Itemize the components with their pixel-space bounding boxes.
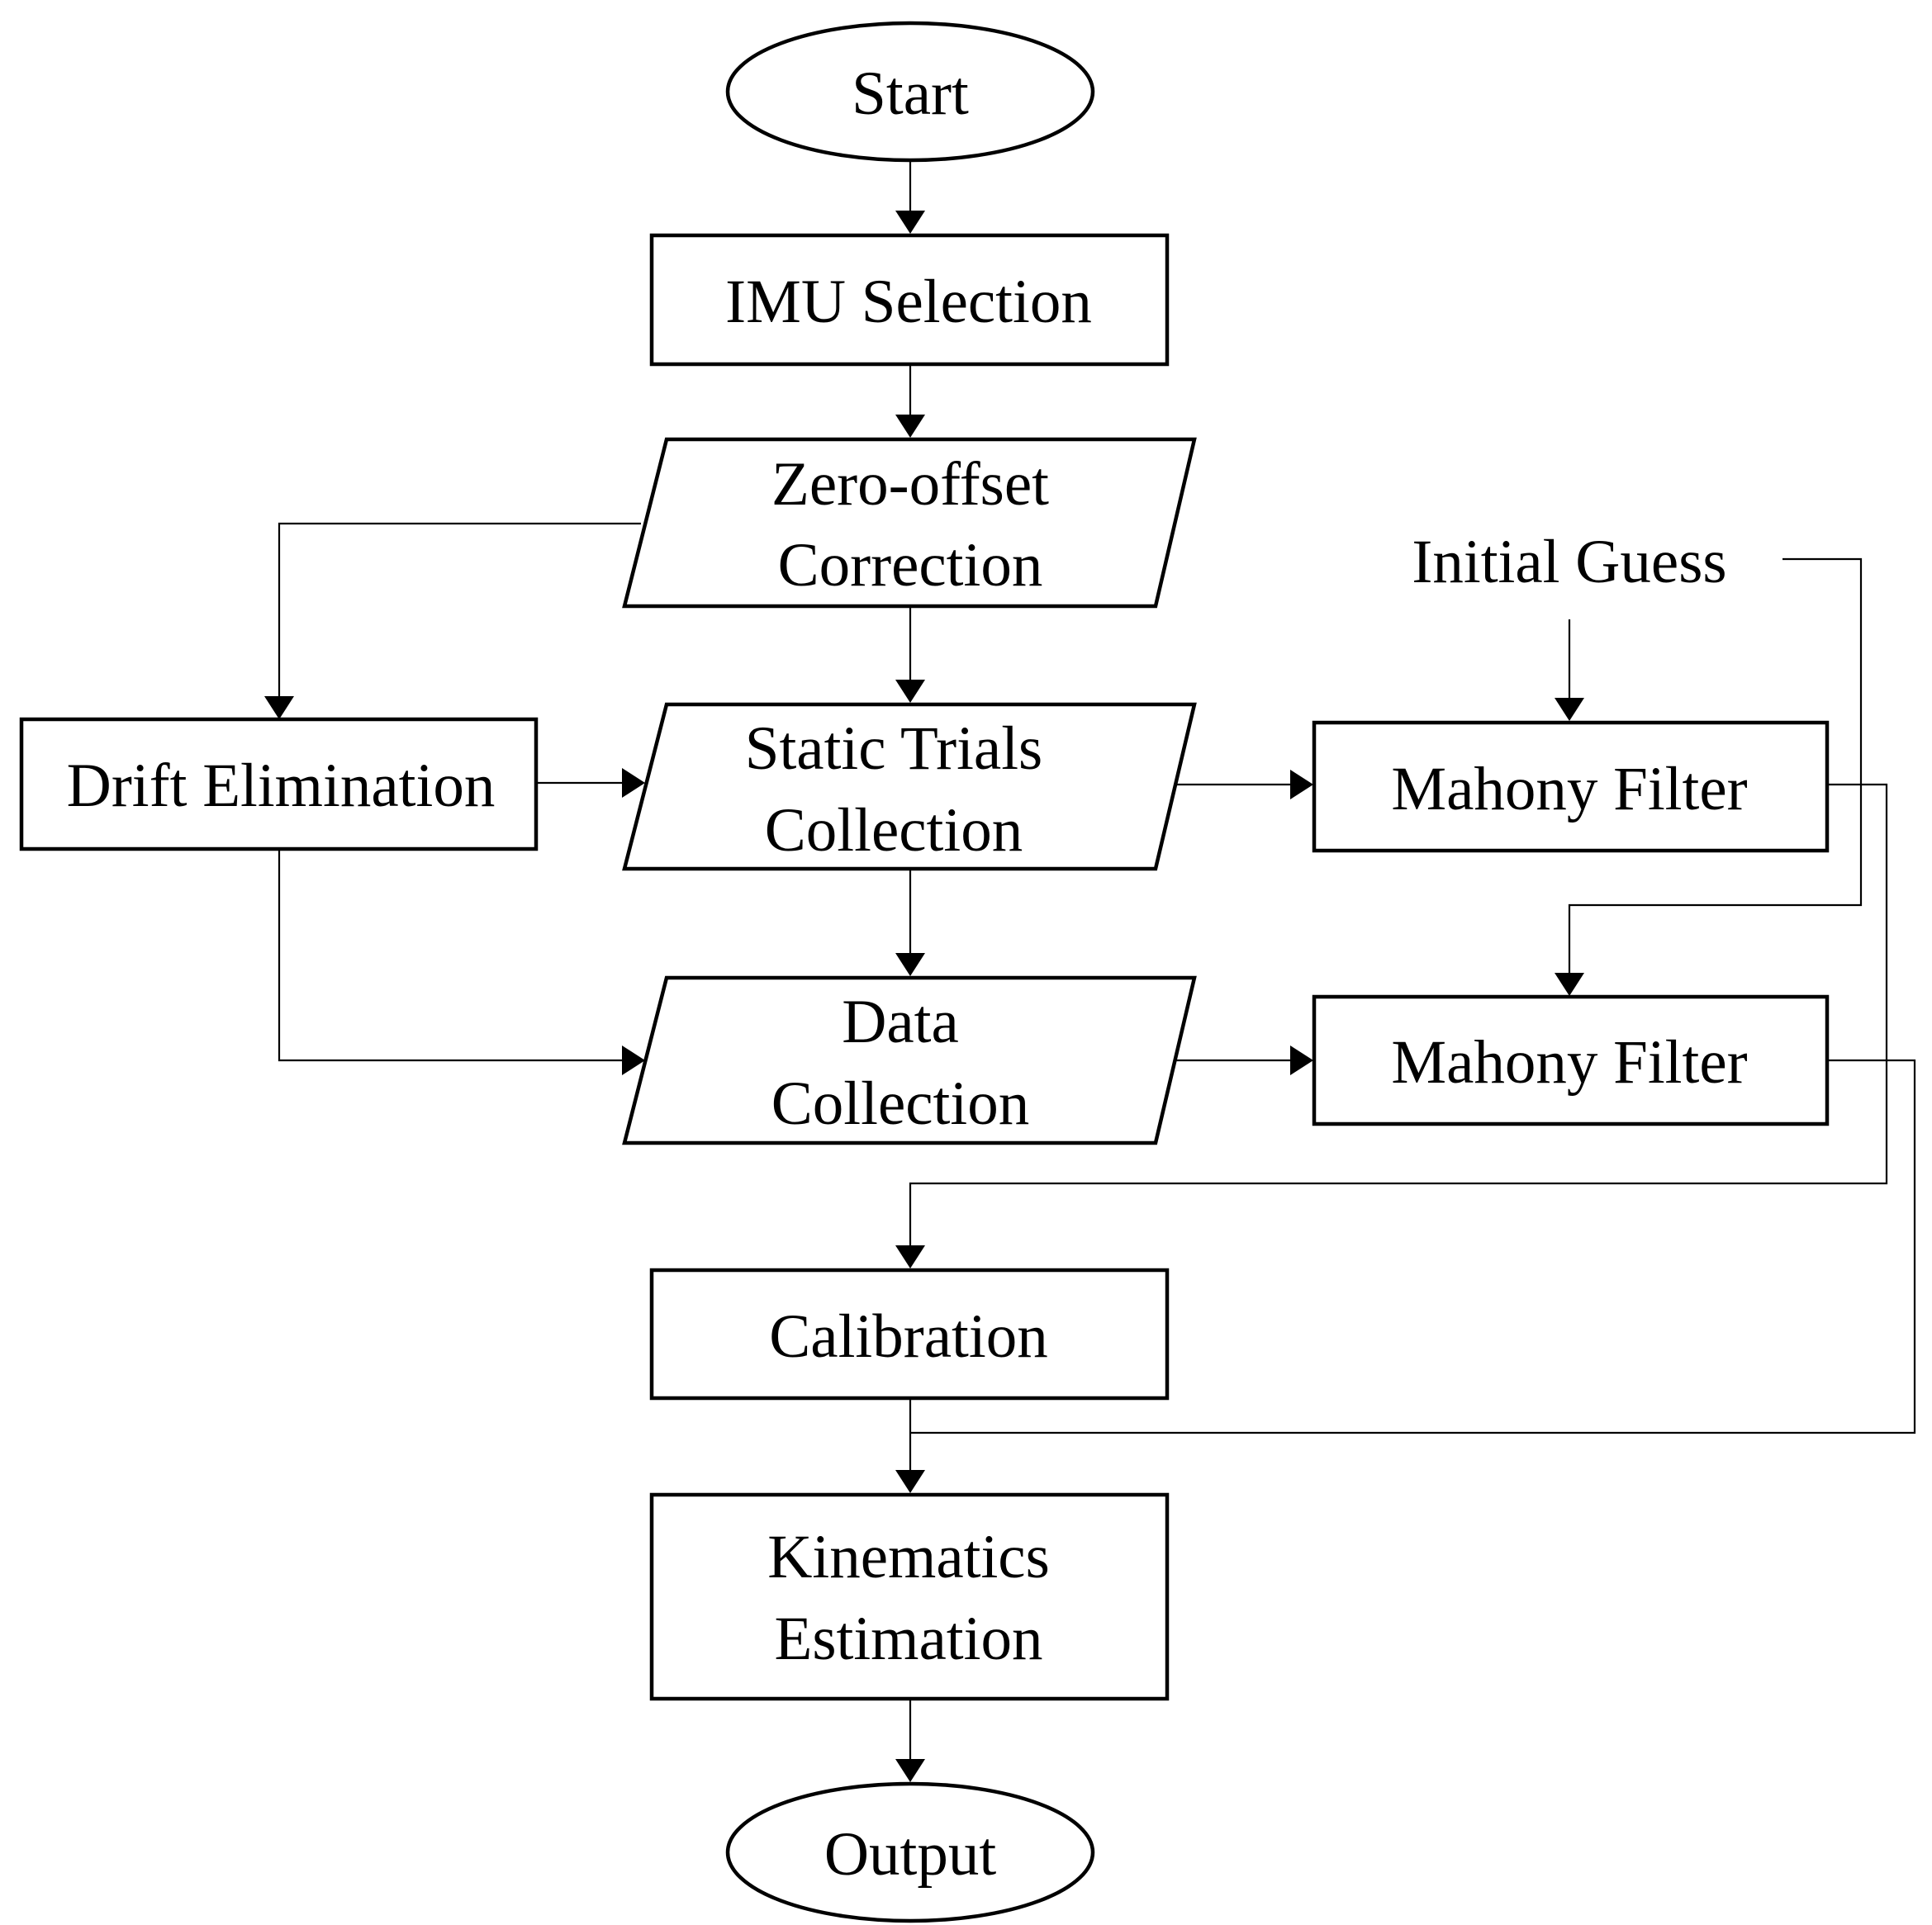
node-mahony-filter-1: Mahony Filter (1312, 720, 1830, 853)
drift-elimination-box (19, 717, 539, 851)
arrowhead (895, 1245, 925, 1268)
node-kinematics-estimation: Kinematics Estimation (649, 1492, 1170, 1701)
node-mahony-filter-2: Mahony Filter (1312, 994, 1830, 1126)
arrowhead (895, 953, 925, 976)
edge-guess-to-mahony-2 (1568, 557, 1863, 973)
start-label: Start (852, 59, 969, 128)
data-collection-parallelogram (622, 975, 1197, 1145)
arrowhead (895, 1759, 925, 1782)
data-collection-label-line-2: Collection (771, 1069, 1029, 1138)
node-data-collection: Data Collection (622, 975, 1197, 1145)
node-static-trials-collection: Static Trials Collection (622, 702, 1197, 871)
edge-zero-offset-to-drift (278, 522, 641, 696)
static-trials-label-line-2: Collection (765, 796, 1023, 865)
initial-guess-label: Initial Guess (1412, 528, 1726, 596)
node-zero-offset-correction: Zero-offset Correction (622, 437, 1197, 609)
arrowhead (1555, 973, 1584, 996)
static-trials-parallelogram (622, 702, 1197, 871)
mahony-filter-1-label: Mahony Filter (1391, 755, 1747, 823)
output-label: Output (824, 1820, 997, 1889)
drift-elimination-label: Drift Elimination (67, 752, 496, 820)
arrowhead (895, 211, 925, 234)
static-trials-label-line-1: Static Trials (745, 714, 1043, 783)
edge-mahony-2-to-kinematics (910, 1059, 1916, 1434)
calibration-box (649, 1268, 1170, 1401)
zero-offset-label-line-1: Zero-offset (771, 450, 1049, 519)
mahony-filter-2-box (1312, 994, 1830, 1126)
calibration-label: Calibration (769, 1302, 1047, 1371)
arrowhead (895, 680, 925, 703)
arrowhead (1555, 698, 1584, 721)
kinematics-label-line-1: Kinematics (767, 1523, 1050, 1591)
imu-selection-label: IMU Selection (725, 268, 1092, 336)
connectors (264, 161, 1916, 1782)
kinematics-estimation-box (649, 1492, 1170, 1701)
output-terminal (725, 1781, 1095, 1923)
arrowhead (1290, 770, 1313, 799)
mahony-filter-1-box (1312, 720, 1830, 853)
node-imu-selection: IMU Selection (649, 233, 1170, 367)
arrowhead (264, 696, 294, 719)
arrowhead (1290, 1045, 1313, 1075)
edge-drift-to-data (278, 849, 622, 1062)
imu-selection-box (649, 233, 1170, 367)
start-terminal (725, 21, 1095, 163)
node-start: Start (725, 21, 1095, 163)
node-calibration: Calibration (649, 1268, 1170, 1401)
arrowhead (895, 1470, 925, 1493)
node-drift-elimination: Drift Elimination (19, 717, 539, 851)
edge-mahony-1-to-calibration (909, 783, 1888, 1245)
arrowhead (622, 768, 645, 798)
arrowhead (895, 415, 925, 438)
data-collection-label-line-1: Data (842, 988, 959, 1056)
zero-offset-parallelogram (622, 437, 1197, 609)
node-initial-guess: Initial Guess (1412, 528, 1726, 596)
arrowhead (622, 1045, 645, 1075)
node-output: Output (725, 1781, 1095, 1923)
kinematics-label-line-2: Estimation (775, 1605, 1043, 1673)
zero-offset-label-line-2: Correction (778, 531, 1043, 600)
mahony-filter-2-label: Mahony Filter (1391, 1028, 1747, 1097)
